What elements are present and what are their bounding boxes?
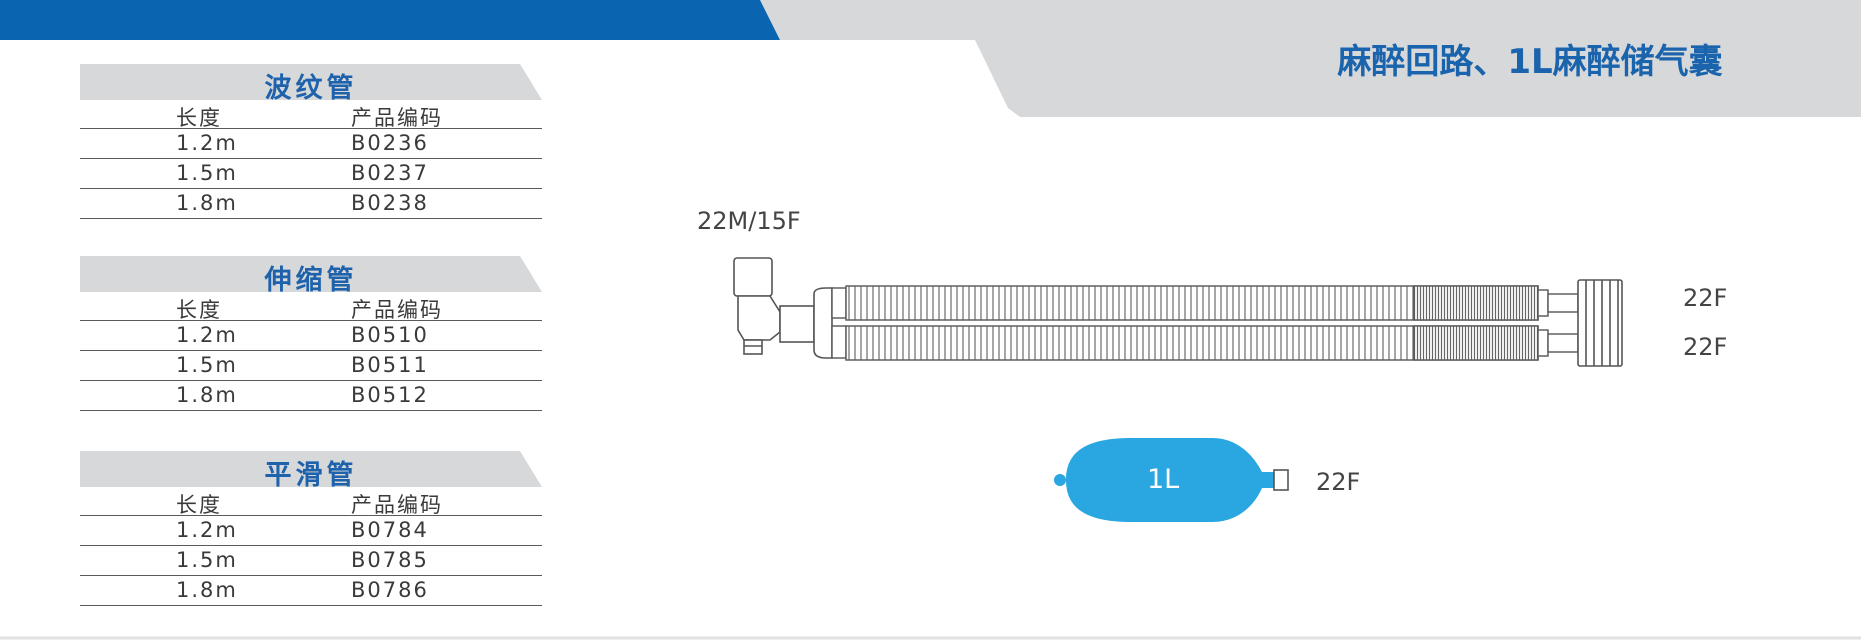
breathing-circuit-drawing [733, 257, 1623, 367]
table-row: 1.2m B0236 [80, 129, 542, 159]
table-row: 1.8m B0786 [80, 576, 542, 606]
table-title: 平滑管 [264, 460, 358, 491]
cell-length: 1.2m [176, 131, 238, 155]
table-row: 1.8m B0512 [80, 381, 542, 411]
table-corrugated-tube: 波纹管 长度 产品编码 1.2m B0236 1.5m B0237 1.8m B… [80, 64, 542, 219]
table-header-bg [80, 256, 542, 292]
cell-code: B0236 [351, 131, 429, 155]
gray-header-band [760, 0, 1861, 117]
elbow-connector [733, 257, 833, 359]
table-title: 伸缩管 [264, 265, 358, 296]
table-row: 1.2m B0784 [80, 516, 542, 546]
corrugated-tubes [831, 285, 1579, 361]
cell-length: 1.5m [176, 353, 238, 377]
bag-volume-label: 1L [1147, 464, 1180, 495]
column-product-code: 产品编码 [351, 106, 443, 130]
table-header: 伸缩管 [80, 256, 542, 296]
port-bottom-label: 22F [1683, 333, 1728, 361]
table-smooth-tube: 平滑管 长度 产品编码 1.2m B0784 1.5m B0785 1.8m B… [80, 451, 542, 606]
table-column-headers: 长度 产品编码 [80, 292, 542, 322]
cell-length: 1.2m [176, 323, 238, 347]
elbow-connector-label: 22M/15F [697, 207, 801, 235]
table-header-bg [80, 64, 542, 100]
table-row: 1.2m B0510 [80, 321, 542, 351]
table-row: 1.5m B0237 [80, 159, 542, 189]
reservoir-bag-drawing [1054, 438, 1289, 522]
cell-code: B0237 [351, 161, 429, 185]
cell-code: B0786 [351, 578, 429, 602]
table-row: 1.5m B0785 [80, 546, 542, 576]
cell-code: B0784 [351, 518, 429, 542]
cell-length: 1.5m [176, 161, 238, 185]
table-row: 1.8m B0238 [80, 189, 542, 219]
cell-length: 1.8m [176, 191, 238, 215]
bag-connector [1273, 469, 1289, 491]
cell-length: 1.8m [176, 578, 238, 602]
column-length: 长度 [176, 298, 222, 322]
table-telescopic-tube: 伸缩管 长度 产品编码 1.2m B0510 1.5m B0511 1.8m B… [80, 256, 542, 411]
bag-connector-label: 22F [1316, 468, 1361, 496]
table-column-headers: 长度 产品编码 [80, 487, 542, 517]
port-top-label: 22F [1683, 284, 1728, 312]
cell-code: B0512 [351, 383, 429, 407]
cell-code: B0785 [351, 548, 429, 572]
bag-tail [1054, 474, 1066, 486]
cell-length: 1.5m [176, 548, 238, 572]
table-header: 波纹管 [80, 64, 542, 104]
table-title: 波纹管 [264, 73, 358, 104]
cell-code: B0238 [351, 191, 429, 215]
page-title: 麻醉回路、1L麻醉储气囊 [1337, 42, 1723, 82]
bag-body [1066, 438, 1274, 522]
table-row: 1.5m B0511 [80, 351, 542, 381]
cell-length: 1.2m [176, 518, 238, 542]
column-product-code: 产品编码 [351, 493, 443, 517]
cell-code: B0511 [351, 353, 429, 377]
table-header: 平滑管 [80, 451, 542, 491]
y-piece-port [1577, 279, 1623, 367]
table-column-headers: 长度 产品编码 [80, 100, 542, 130]
column-product-code: 产品编码 [351, 298, 443, 322]
table-header-bg [80, 451, 542, 487]
column-length: 长度 [176, 493, 222, 517]
cell-length: 1.8m [176, 383, 238, 407]
cell-code: B0510 [351, 323, 429, 347]
blue-header-band [0, 0, 780, 40]
column-length: 长度 [176, 106, 222, 130]
